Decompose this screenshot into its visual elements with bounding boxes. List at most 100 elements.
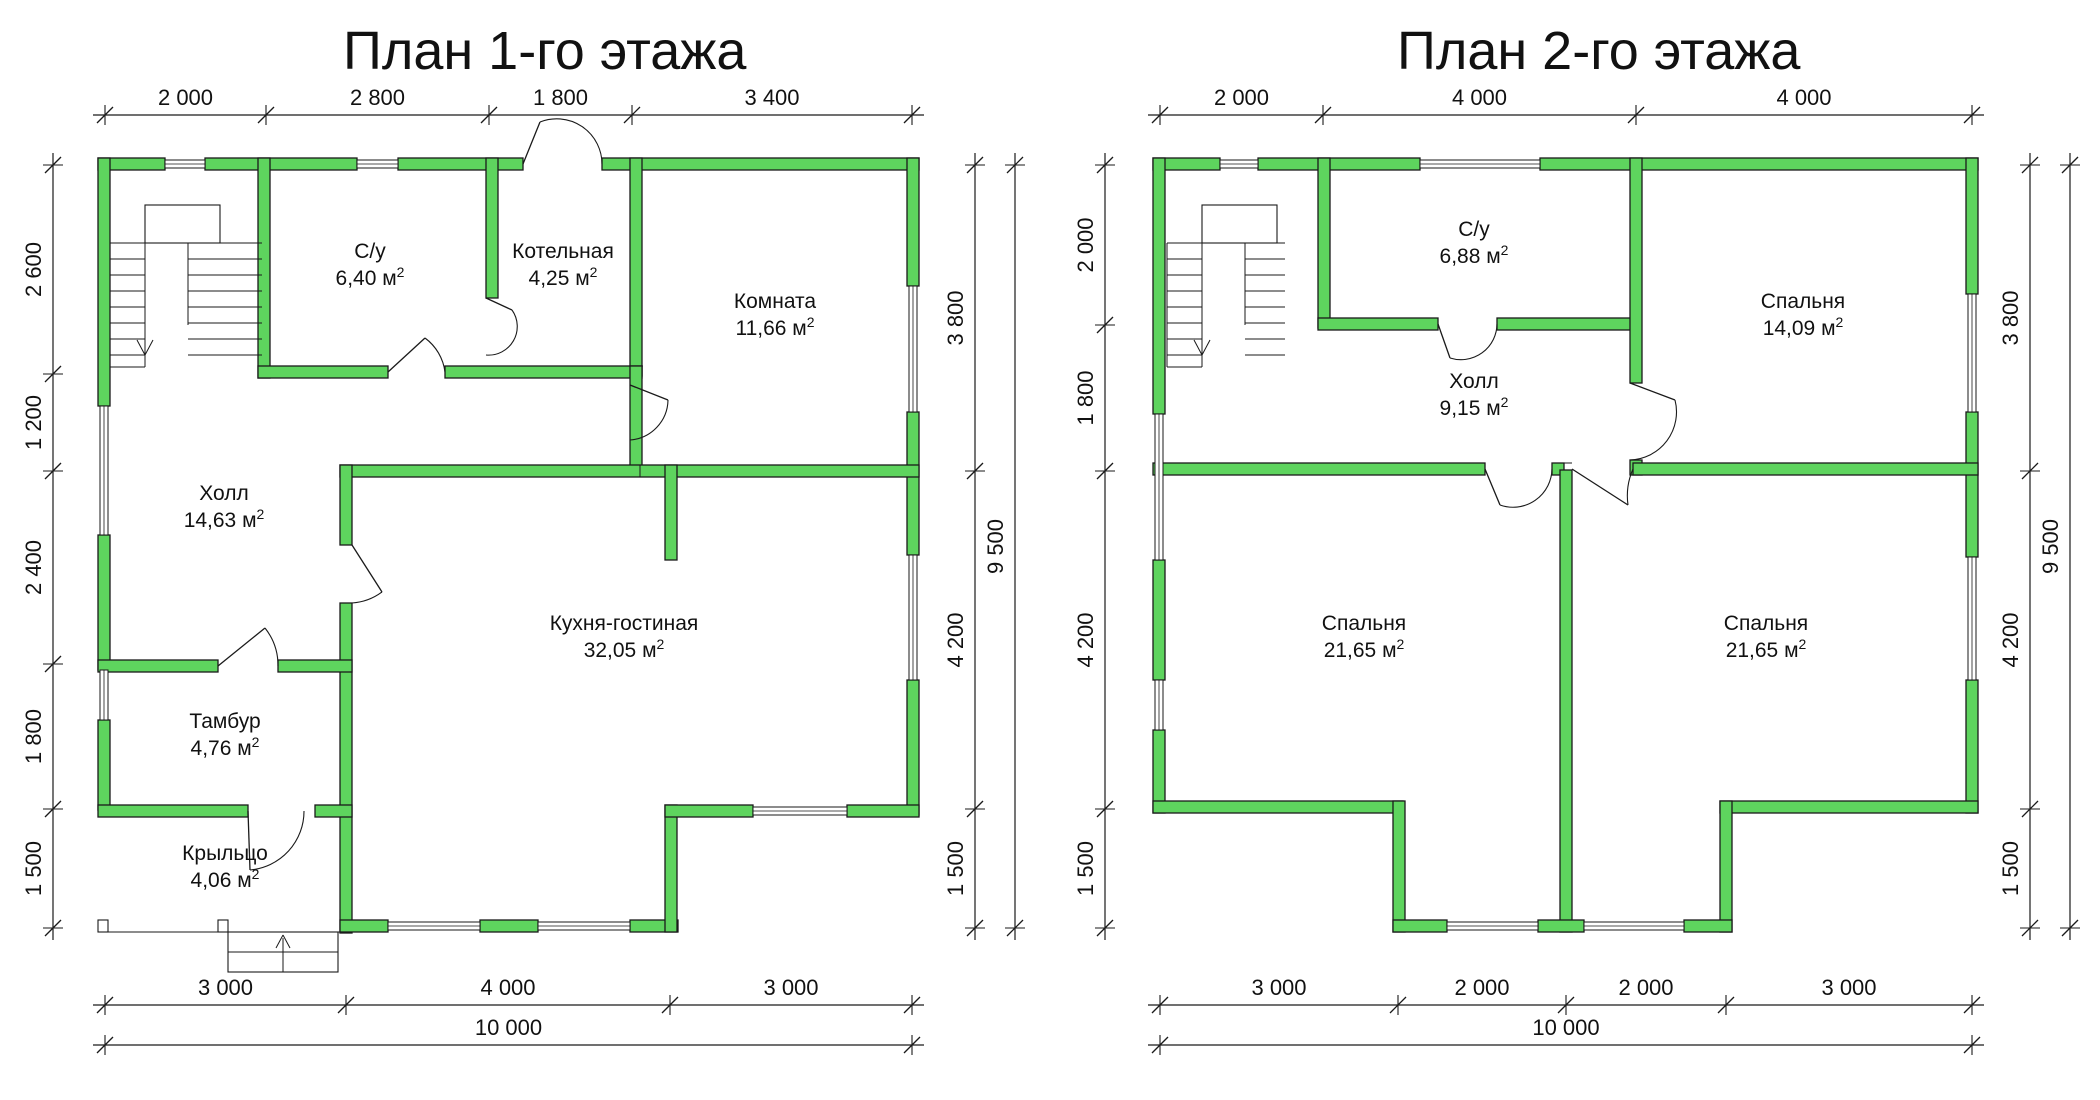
floor1-room-area: 6,40 м2 bbox=[336, 264, 405, 290]
floor2-dim-left-label: 4 200 bbox=[1073, 612, 1098, 667]
area-unit-superscript: 2 bbox=[590, 264, 598, 280]
porch-arrow-head bbox=[275, 934, 284, 949]
door-swing-arc bbox=[1626, 468, 1634, 506]
wall-segment bbox=[1152, 800, 1404, 814]
floor1-dim-top-tick bbox=[903, 106, 921, 124]
wall-segment bbox=[906, 411, 920, 556]
wall-segment bbox=[1317, 157, 1331, 329]
floor1-dim-total-label: 9 500 bbox=[983, 519, 1008, 574]
wall-segment bbox=[1632, 462, 1979, 476]
door-leaf bbox=[1437, 323, 1451, 359]
door-leaf bbox=[629, 384, 669, 401]
floor1-dim-right-label: 3 800 bbox=[943, 290, 968, 345]
stair-landing bbox=[144, 204, 221, 244]
floor2-dim-bottom-label: 3 000 bbox=[1821, 975, 1876, 1000]
floor2-dim-right-label: 3 800 bbox=[1998, 290, 2023, 345]
wall-segment bbox=[204, 157, 358, 171]
floor1-dim-total-tick bbox=[1006, 919, 1024, 937]
floor1-dim-left-label: 1 800 bbox=[21, 709, 46, 764]
wall-segment bbox=[1537, 919, 1585, 933]
floor1-dim-total-tick bbox=[1006, 156, 1024, 174]
wall-segment bbox=[1719, 800, 1733, 933]
door-leaf bbox=[522, 121, 541, 165]
wall-segment bbox=[339, 464, 920, 478]
floor2-dim-left-label: 1 800 bbox=[1073, 370, 1098, 425]
floor2-dim-right-tick bbox=[2021, 919, 2039, 937]
floor2-dim-bottom-total-tick bbox=[1151, 1036, 1169, 1054]
wall-segment bbox=[846, 804, 920, 818]
floor1-room-name: Котельная bbox=[512, 240, 614, 263]
floor2-dim-left-label: 2 000 bbox=[1073, 217, 1098, 272]
floor1-room-area: 4,25 м2 bbox=[529, 264, 598, 290]
floor1-room-name: Холл bbox=[199, 482, 249, 505]
floor1-dim-left-tick bbox=[44, 156, 62, 174]
floor2-dim-top-tick bbox=[1151, 106, 1169, 124]
area-unit-superscript: 2 bbox=[252, 866, 260, 882]
floor2-dim-bottom-label: 2 000 bbox=[1454, 975, 1509, 1000]
door-swing-arc bbox=[629, 399, 669, 441]
floor2-room-name: Спальня bbox=[1724, 612, 1808, 635]
floor1-dim-left-tick bbox=[44, 655, 62, 673]
porch-post bbox=[217, 919, 229, 933]
floor1-dim-bottom-tick bbox=[903, 996, 921, 1014]
wall-segment bbox=[485, 157, 499, 299]
wall-segment bbox=[339, 464, 353, 546]
wall-segment bbox=[629, 365, 643, 467]
wall-segment bbox=[1559, 469, 1573, 933]
wall-segment bbox=[1496, 317, 1642, 331]
floor2-dim-bottom-total-label: 10 000 bbox=[1532, 1015, 1599, 1040]
floor1-dim-bottom-tick bbox=[661, 996, 679, 1014]
door-leaf bbox=[217, 627, 266, 667]
floor1-room-name: Кухня-гостиная bbox=[550, 612, 699, 635]
floor1-dim-left-tick bbox=[44, 919, 62, 937]
floor2-dim-bottom-label: 3 000 bbox=[1251, 975, 1306, 1000]
wall-segment bbox=[601, 157, 920, 171]
area-unit-superscript: 2 bbox=[1501, 242, 1509, 258]
wall-segment bbox=[1719, 800, 1979, 814]
wall-segment bbox=[257, 365, 389, 379]
area-unit-superscript: 2 bbox=[1397, 636, 1405, 652]
door-swing-arc bbox=[485, 309, 518, 356]
floor1-dim-right-tick bbox=[966, 919, 984, 937]
door-leaf bbox=[1571, 468, 1629, 506]
floor1-dim-bottom-label: 3 000 bbox=[763, 975, 818, 1000]
floor1-dim-top-tick bbox=[480, 106, 498, 124]
wall-segment bbox=[397, 157, 524, 171]
floor2-dim-top-label: 4 000 bbox=[1776, 85, 1831, 110]
floor2-dim-total-label: 9 500 bbox=[2038, 519, 2063, 574]
wall-segment bbox=[97, 804, 249, 818]
door-swing-arc bbox=[264, 627, 279, 667]
wall-segment bbox=[629, 157, 643, 377]
floor1-dim-top-label: 3 400 bbox=[744, 85, 799, 110]
floor1-dim-left-tick bbox=[44, 800, 62, 818]
floor1-dim-bottom-label: 4 000 bbox=[480, 975, 535, 1000]
floor1-room-area: 4,06 м2 bbox=[191, 866, 260, 892]
floor1-dim-bottom-tick bbox=[337, 996, 355, 1014]
floor2-room-name: Холл bbox=[1449, 370, 1499, 393]
wall-segment bbox=[339, 919, 389, 933]
floor1-dim-bottom-total-tick bbox=[903, 1036, 921, 1054]
floor2-dim-top-tick bbox=[1627, 106, 1645, 124]
floor2-title: План 2-го этажа bbox=[1397, 21, 1801, 81]
floor1-dim-bottom-total-label: 10 000 bbox=[475, 1015, 542, 1040]
floor2-dim-right-tick bbox=[2021, 462, 2039, 480]
floor2-dim-right-tick bbox=[2021, 800, 2039, 818]
door-swing-arc bbox=[539, 118, 603, 165]
floor1-title: План 1-го этажа bbox=[343, 21, 747, 81]
area-unit-superscript: 2 bbox=[252, 734, 260, 750]
floor1-dim-left-label: 2 400 bbox=[21, 540, 46, 595]
floor2-walls bbox=[1152, 157, 1979, 933]
floor2-dim-right-label: 1 500 bbox=[1998, 841, 2023, 896]
floor1-dim-top-label: 2 800 bbox=[350, 85, 405, 110]
wall-segment bbox=[1392, 919, 1448, 933]
stair-arrow-head bbox=[1201, 339, 1211, 356]
floor1-room-name: Тамбур bbox=[189, 710, 260, 733]
floor2-dim-top-label: 2 000 bbox=[1214, 85, 1269, 110]
area-unit-superscript: 2 bbox=[1799, 636, 1807, 652]
wall-segment bbox=[444, 365, 643, 379]
floor1-dim-left-label: 1 200 bbox=[21, 395, 46, 450]
floor1-walls bbox=[97, 157, 920, 934]
door-swing-arc bbox=[424, 337, 446, 373]
